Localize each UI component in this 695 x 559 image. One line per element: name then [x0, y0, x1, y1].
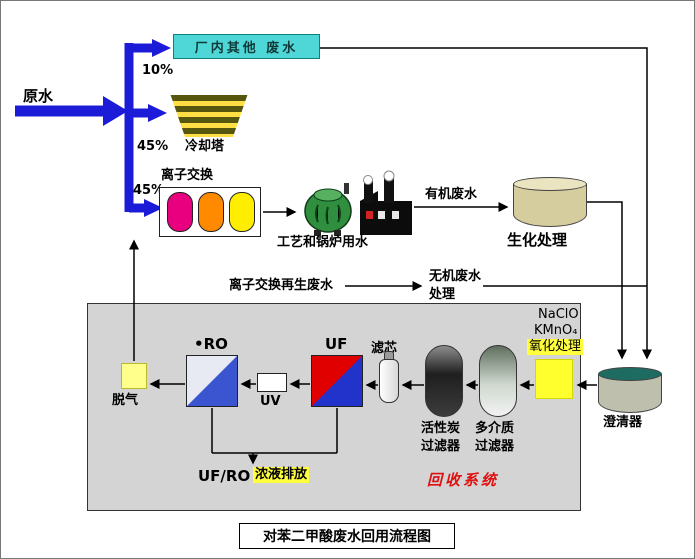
organic-waste-label: 有机废水 — [425, 187, 478, 202]
diagram-caption-box: 对苯二甲酸废水回用流程图 — [239, 523, 455, 549]
machines-icons — [304, 170, 412, 236]
plant-other-wastewater-label: 厂内其他 废水 — [194, 41, 299, 56]
clarifier-label: 澄清器 — [603, 415, 643, 430]
uv-label: UV — [260, 394, 281, 409]
ion-resin-magenta — [167, 192, 193, 232]
diagram-caption: 对苯二甲酸废水回用流程图 — [263, 529, 431, 545]
ion-resin-orange — [198, 192, 224, 232]
ion-exchange-label: 离子交换 — [161, 168, 214, 183]
oxidation-label: 氧化处理 — [527, 339, 584, 355]
biochem-tank-body — [513, 184, 587, 227]
multimedia-filter-vessel — [479, 345, 517, 417]
recovery-system-label: 回收系统 — [427, 471, 500, 489]
clarifier-tank — [598, 367, 662, 413]
biochem-tank-top — [513, 177, 587, 191]
ufro-label: UF/RO — [198, 467, 251, 485]
cartridge-filter-icon — [379, 359, 399, 403]
ion-regen-waste-label: 离子交换再生废水 — [229, 278, 334, 293]
degassing-unit — [121, 363, 147, 389]
process-machine-icon — [304, 183, 352, 236]
carbon-filter-label-1: 活性炭 — [421, 421, 461, 436]
pct-cooling-label: 45% — [137, 139, 169, 154]
clarifier-top — [598, 367, 662, 381]
degas-label: 脱气 — [112, 393, 139, 408]
biochem-label: 生化处理 — [507, 231, 568, 249]
blue-flow-arrows — [15, 39, 171, 217]
ro-membrane-unit — [186, 355, 238, 407]
activated-carbon-filter-vessel — [425, 345, 463, 417]
pct-ion-label: 45% — [133, 183, 165, 198]
carbon-filter-label-2: 过滤器 — [421, 439, 461, 454]
ion-exchange-unit — [159, 187, 261, 237]
ro-label: •RO — [194, 335, 228, 353]
oxidation-unit — [535, 359, 573, 399]
ion-resin-yellow — [229, 192, 255, 232]
naclo-label: NaClO — [538, 307, 579, 322]
inorganic-waste-label: 无机废水 — [429, 269, 482, 284]
uf-label: UF — [325, 335, 348, 353]
multimedia-filter-label-1: 多介质 — [475, 421, 515, 436]
pct-other-label: 10% — [142, 63, 174, 78]
inorganic-treatment-label: 处理 — [429, 287, 456, 302]
process-boiler-water-label: 工艺和锅炉用水 — [277, 235, 369, 250]
black-flow-lines — [129, 47, 652, 465]
biochemical-treatment-tank — [513, 177, 587, 227]
kmno4-label: KMnO₄ — [534, 323, 578, 338]
uv-unit — [257, 373, 287, 392]
multimedia-filter-label-2: 过滤器 — [475, 439, 515, 454]
plant-other-wastewater-box: 厂内其他 废水 — [173, 34, 320, 59]
uf-membrane-unit — [311, 355, 363, 407]
boiler-factory-icon — [360, 170, 412, 235]
concentrate-discharge-label: 浓液排放 — [253, 467, 310, 483]
cooling-tower-icon — [170, 95, 248, 137]
raw-water-label: 原水 — [23, 87, 54, 105]
cooling-tower-label: 冷却塔 — [185, 139, 225, 154]
